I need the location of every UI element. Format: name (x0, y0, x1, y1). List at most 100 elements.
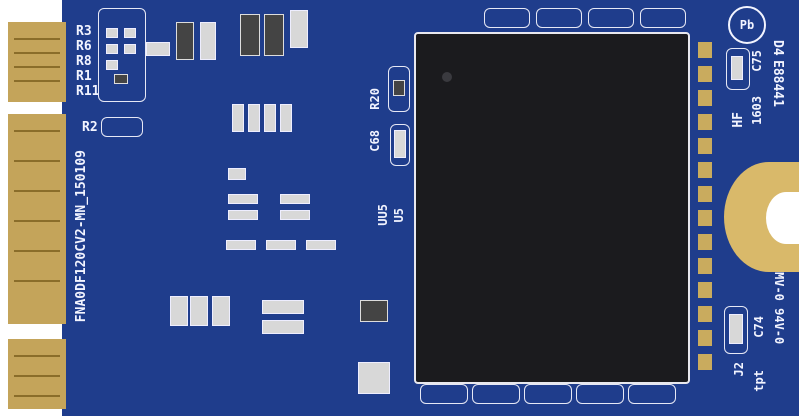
finger-divider (14, 375, 60, 377)
resistor (232, 104, 244, 132)
label-r1: R1 (76, 69, 92, 84)
resistor (264, 104, 276, 132)
cap-outline (484, 8, 530, 28)
label-c68: C68 (368, 130, 382, 152)
finger-divider (14, 355, 60, 357)
label-d4: D4 (770, 40, 785, 56)
edge-connector-bottom (8, 339, 66, 409)
capacitor (262, 320, 304, 334)
finger-divider (14, 190, 60, 192)
smd-component (114, 74, 128, 84)
label-j2: J2 (732, 362, 746, 377)
test-pad (698, 42, 712, 58)
finger-divider (14, 220, 60, 222)
finger-divider (14, 130, 60, 132)
lead-free-logo: Pb (728, 6, 766, 44)
test-pad (698, 330, 712, 346)
test-pad (698, 210, 712, 226)
cap-outline (588, 8, 634, 28)
test-pad (698, 258, 712, 274)
label-u5: U5 (392, 208, 406, 223)
board-part-number: FNA0DF120CV2-MN_150109 (74, 150, 89, 323)
test-pad (698, 282, 712, 298)
resistor (306, 240, 336, 250)
label-r8: R8 (76, 54, 92, 69)
cap-outline (640, 8, 686, 28)
edge-connector-top (8, 22, 66, 102)
finger-divider (14, 160, 60, 162)
e-code-marking: E88441 (770, 60, 785, 107)
test-pad (698, 354, 712, 370)
c75-outline (726, 48, 750, 90)
c68-outline (390, 124, 410, 166)
label-r6: R6 (76, 39, 92, 54)
test-pad (698, 186, 712, 202)
chip-pin1-marker (442, 72, 452, 82)
resistor-r20 (393, 80, 405, 96)
cap-outline (420, 384, 468, 404)
inductor (358, 362, 390, 394)
test-pad (698, 90, 712, 106)
mounting-hole-cutout (766, 192, 799, 244)
halogen-free-mark: HF (731, 112, 746, 128)
finger-divider (14, 280, 60, 282)
smd-pad (106, 44, 118, 54)
test-pad (698, 234, 712, 250)
resistor (248, 104, 260, 132)
capacitor (190, 296, 208, 326)
flammability-rating: MV-0 94V-0 (772, 272, 786, 345)
label-c74: C74 (752, 316, 766, 338)
cap-outline (524, 384, 572, 404)
smd-pad (124, 28, 136, 38)
label-r3: R3 (76, 24, 92, 39)
capacitor-c68 (394, 130, 406, 158)
label-r2: R2 (82, 120, 98, 135)
resistor (280, 194, 310, 204)
resistor (228, 194, 258, 204)
finger-divider (14, 250, 60, 252)
resistor (280, 104, 292, 132)
capacitor (290, 10, 308, 48)
transistor (360, 300, 388, 322)
label-r20: R20 (368, 88, 382, 110)
finger-divider (14, 80, 60, 82)
test-pad (698, 162, 712, 178)
r2-outline (101, 117, 143, 137)
label-r11: R11 (76, 84, 100, 99)
edge-connector-middle (8, 114, 66, 324)
capacitor (200, 22, 216, 60)
finger-divider (14, 52, 60, 54)
capacitor (264, 14, 284, 56)
manufacturer-mark: tpt (752, 370, 766, 392)
finger-divider (14, 395, 60, 397)
capacitor (176, 22, 194, 60)
label-c75: C75 (750, 50, 764, 72)
test-pad (698, 114, 712, 130)
cap-outline (576, 384, 624, 404)
test-pad (698, 138, 712, 154)
resistor (146, 42, 170, 56)
capacitor-c74 (729, 314, 743, 344)
capacitor (262, 300, 304, 314)
finger-divider (14, 66, 60, 68)
resistor (226, 240, 256, 250)
resistor-array-outline (98, 8, 146, 102)
label-uu5: UU5 (376, 204, 390, 226)
date-code: 1603 (750, 96, 764, 125)
cap-outline (472, 384, 520, 404)
r20-outline (388, 66, 410, 112)
capacitor-c75 (731, 56, 743, 80)
finger-divider (14, 38, 60, 40)
c74-outline (724, 306, 748, 354)
smd-pad (106, 28, 118, 38)
cap-outline (536, 8, 582, 28)
resistor (266, 240, 296, 250)
test-pad (698, 306, 712, 322)
cap-outline (628, 384, 676, 404)
resistor-labels: R3 R6 R8 R1 R11 (76, 24, 99, 99)
capacitor (212, 296, 230, 326)
test-pad (698, 66, 712, 82)
smd-pad (106, 60, 118, 70)
resistor (228, 210, 258, 220)
